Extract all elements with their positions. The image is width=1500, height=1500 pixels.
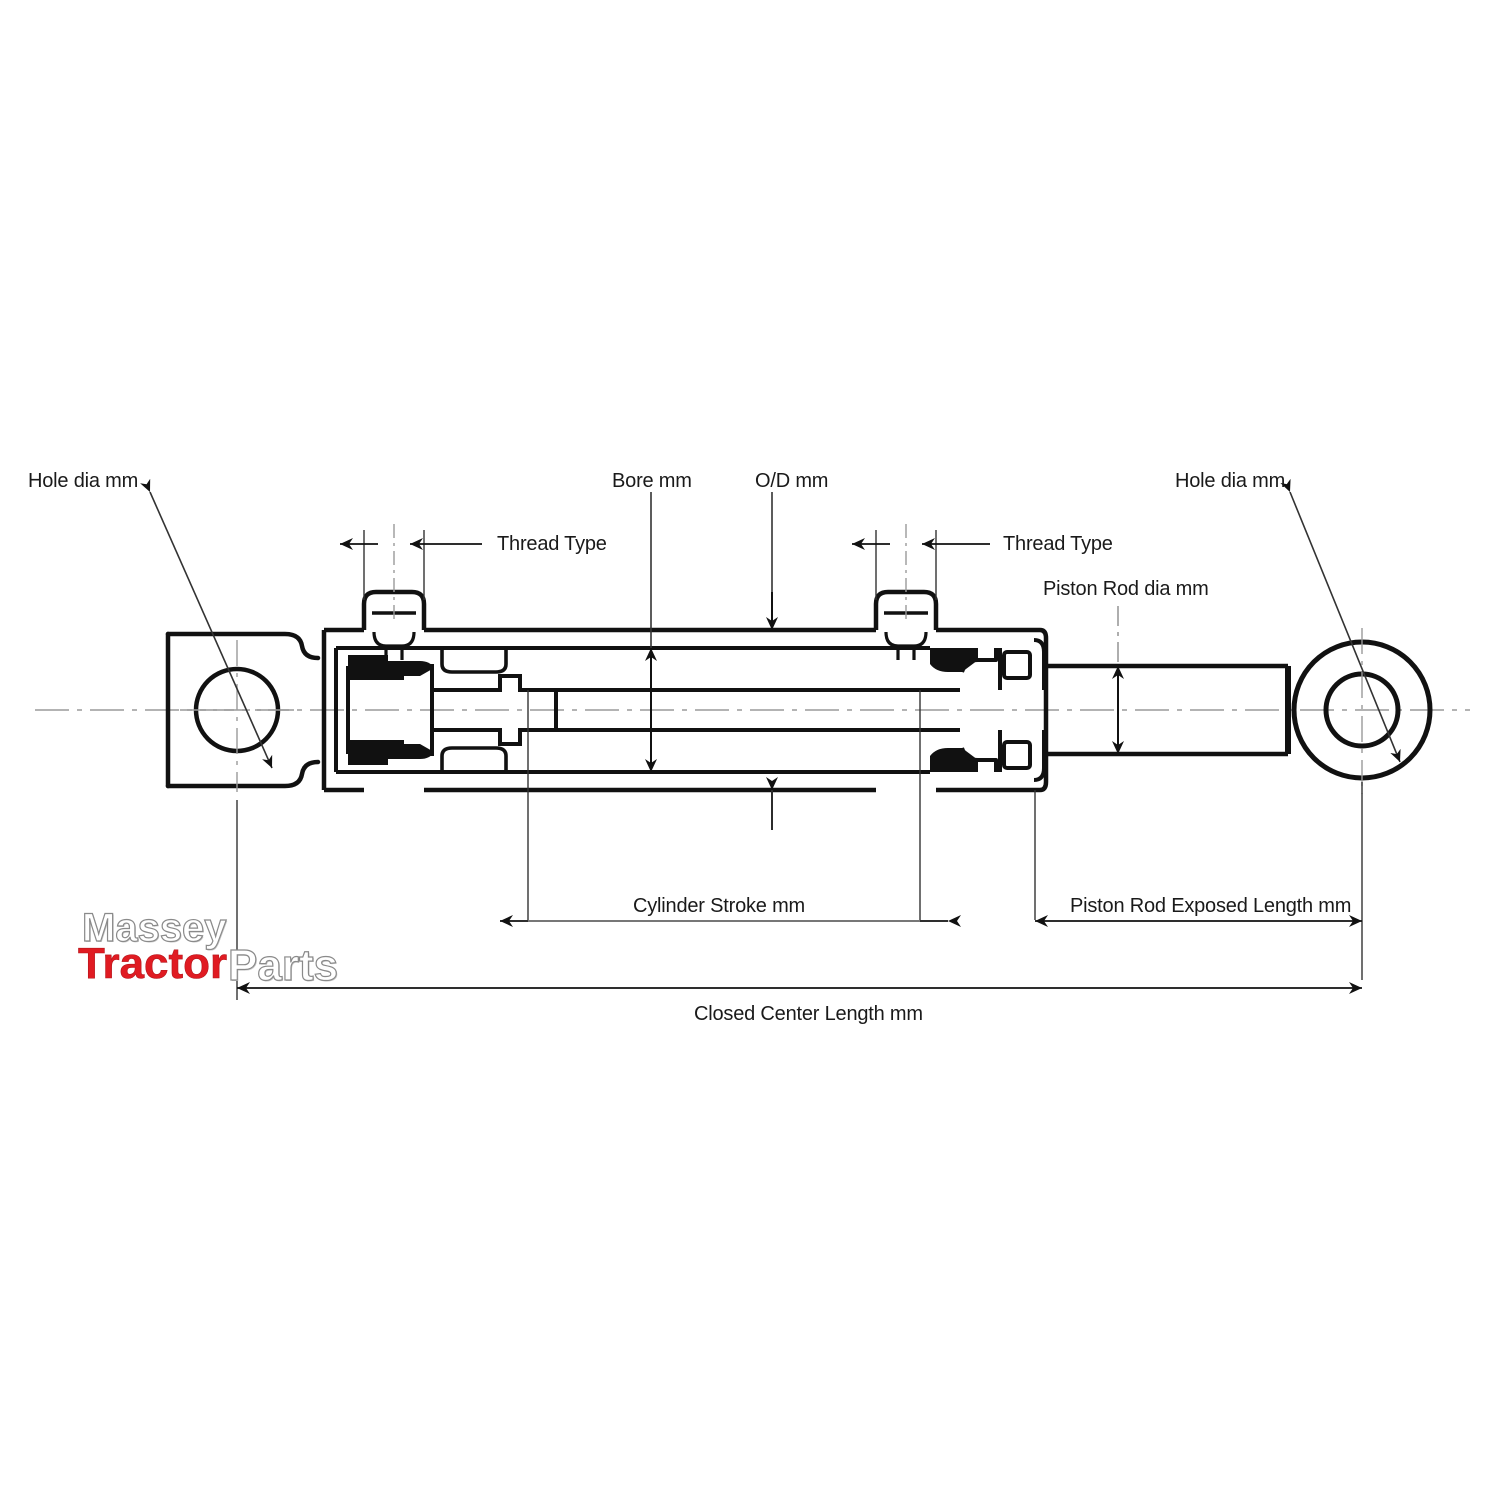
cylinder-barrel-outer (321, 627, 1049, 793)
label-bore: Bore mm (612, 470, 692, 492)
cylinder-bore-walls (334, 646, 930, 774)
label-hole-dia-right: Hole dia mm (1175, 470, 1286, 492)
label-cylinder-stroke: Cylinder Stroke mm (633, 895, 805, 917)
label-thread-type-right: Thread Type (1003, 533, 1113, 555)
left-clevis-hole (180, 640, 296, 792)
label-hole-dia-left: Hole dia mm (28, 470, 139, 492)
right-eye-end (1291, 628, 1433, 794)
label-od: O/D mm (755, 470, 829, 492)
thread-type-left-dimension (340, 524, 482, 620)
label-closed-center-length: Closed Center Length mm (694, 1003, 923, 1025)
label-piston-rod-dia: Piston Rod dia mm (1043, 578, 1209, 600)
hole-dia-left-leader (140, 478, 273, 769)
closed-center-length-dimension (236, 800, 1362, 1000)
thread-type-right-dimension (852, 524, 990, 620)
label-piston-rod-exposed-length: Piston Rod Exposed Length mm (1070, 895, 1352, 917)
label-thread-type-left: Thread Type (497, 533, 607, 555)
piston-assembly-section (346, 648, 960, 772)
gland-end-cap-section (930, 638, 1046, 782)
cylinder-stroke-dimension (500, 690, 961, 927)
hole-dia-right-leader (1280, 478, 1401, 763)
piston-rod-exposed-length-dimension (1034, 782, 1363, 980)
